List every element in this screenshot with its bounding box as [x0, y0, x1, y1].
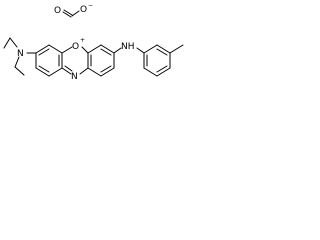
- ethyl-1-n-ch2-bond: [9, 37, 18, 48]
- left-ring-inner-bond-1: [38, 48, 50, 56]
- nh-tolyl-bond: [136, 47, 145, 54]
- diethylamino-group: N: [3, 37, 37, 76]
- left-ring-bond-4: [48, 67, 63, 77]
- central-ring-o-right-bond: [81, 46, 89, 54]
- anilino-nh-label: NH: [121, 42, 135, 52]
- aryl-nh-bond: [113, 47, 122, 54]
- right-ring-bond-1: [87, 44, 102, 54]
- tolyl-ring-bond-5: [143, 67, 158, 77]
- right-benzo-ring: [87, 44, 115, 77]
- ethyl-2-ch2-ch3-bond: [14, 66, 25, 76]
- left-ring-bond-5: [35, 67, 50, 77]
- central-oxazine-ring: O + N: [61, 37, 89, 82]
- formate-co-double-bond-2: [63, 9, 73, 16]
- ring-oxygen-positive-charge: +: [80, 37, 85, 44]
- molecule-drawing: O O − N: [3, 2, 184, 82]
- formate-carbonyl-oxygen-label: O: [54, 6, 61, 16]
- amine-nitrogen-label: N: [17, 49, 24, 59]
- tolyl-ring-bond-1: [143, 44, 158, 54]
- ethyl-2-n-ch2-bond: [14, 56, 20, 68]
- tolyl-ring-bond-4: [156, 67, 171, 77]
- central-ring-n-left-bond: [61, 67, 72, 75]
- central-ring-n-double-bond: [64, 65, 73, 72]
- right-ring-inner-bond-3: [100, 65, 112, 73]
- right-ring-bond-4: [100, 67, 115, 77]
- tolyl-ring-inner-bond-1: [156, 48, 168, 56]
- left-ring-bond-1: [35, 44, 50, 54]
- anilino-linkage: NH: [113, 42, 145, 54]
- right-ring-bond-2: [100, 44, 115, 54]
- tolyl-ring-bond-2: [156, 44, 171, 54]
- tolyl-ring: [143, 44, 184, 77]
- formate-ion: O O −: [54, 2, 93, 18]
- central-ring-n-right-bond: [79, 67, 89, 75]
- right-ring-bond-5: [87, 67, 102, 77]
- formate-negative-charge: −: [88, 2, 93, 9]
- tolyl-ring-inner-bond-2: [156, 65, 168, 73]
- formate-co-double-bond-1: [62, 11, 72, 18]
- ring-oxygen-label: O: [72, 42, 79, 52]
- structure-diagram: O O − N: [0, 0, 206, 103]
- left-benzo-ring: [35, 44, 63, 77]
- ring-nitrogen-label: N: [71, 72, 78, 82]
- tolyl-methyl-bond: [169, 44, 184, 54]
- central-ring-o-left-bond: [61, 46, 73, 54]
- ethyl-1-ch2-ch3-bond: [3, 37, 11, 49]
- formate-co-single-bond: [71, 10, 80, 17]
- formate-anion-oxygen-label: O: [80, 5, 87, 15]
- left-ring-bond-2: [48, 44, 63, 54]
- right-ring-inner-bond-1: [100, 48, 112, 56]
- left-ring-inner-bond-3: [38, 65, 50, 73]
